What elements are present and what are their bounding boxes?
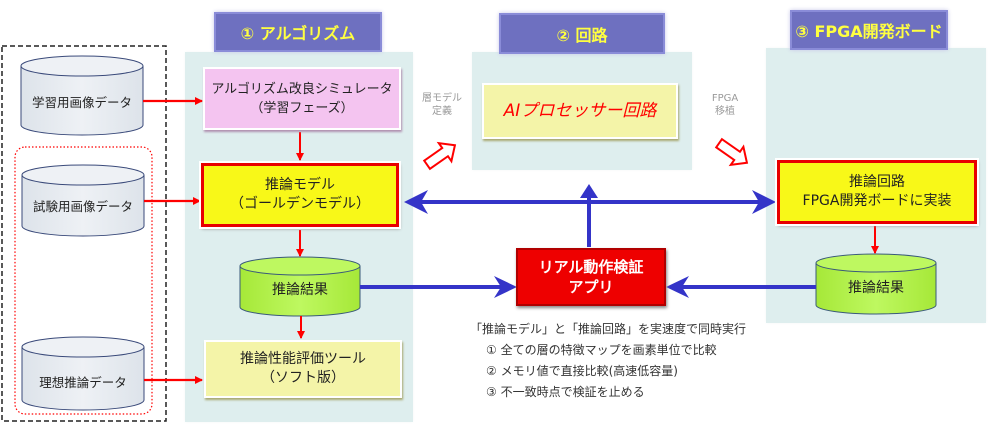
training-images-label: 学習用画像データ bbox=[31, 94, 132, 110]
fpga-inference-circuit-box: 推論回路 FPGA開発ボードに実装 bbox=[775, 158, 979, 226]
fpga-circuit-title: 推論回路 bbox=[849, 174, 905, 190]
simulator-title: アルゴリズム改良シミュレータ bbox=[211, 81, 393, 97]
fpga-port-note: FPGA 移植 bbox=[703, 92, 747, 118]
test-images-label: 試験用画像データ bbox=[32, 198, 133, 214]
fpga-port-line2: 移植 bbox=[715, 106, 735, 117]
real-operation-verify-app-box: リアル動作検証 アプリ bbox=[516, 248, 666, 306]
fpga-board-header: ③ FPGA開発ボード bbox=[790, 10, 948, 50]
eval-subtitle: （ソフト版） bbox=[261, 370, 345, 386]
fpga-result-label: 推論結果 bbox=[848, 280, 904, 296]
blue-arrowhead-into-app-right bbox=[666, 276, 689, 298]
data-sources-group bbox=[1, 45, 167, 422]
ai-processor-label: AIプロセッサー回路 bbox=[503, 100, 657, 121]
description-item: ② メモリ値で直接比較(高速低容量) bbox=[486, 364, 678, 378]
algorithm-result-label: 推論結果 bbox=[272, 282, 328, 298]
layer-model-line1: 層モデル bbox=[422, 93, 462, 104]
eval-title: 推論性能評価ツール bbox=[240, 351, 366, 367]
ai-processor-circuit-box: AIプロセッサー回路 bbox=[482, 83, 678, 139]
inference-eval-tool-box: 推論性能評価ツール （ソフト版） bbox=[204, 340, 402, 398]
fpga-port-line1: FPGA bbox=[711, 93, 739, 104]
simulator-subtitle: （学習フェーズ） bbox=[250, 100, 354, 116]
description-title: 「推論モデル」と「推論回路」を実速度で同時実行 bbox=[470, 322, 747, 336]
algorithm-result-cylinder bbox=[239, 256, 361, 317]
blue-arrowhead-right bbox=[752, 190, 776, 214]
model-subtitle: （ゴールデンモデル） bbox=[230, 196, 370, 212]
circuit-header: ② 回路 bbox=[499, 13, 665, 54]
layer-model-line2: 定義 bbox=[432, 106, 452, 117]
verify-app-line2: アプリ bbox=[568, 278, 614, 296]
algorithm-simulator-box: アルゴリズム改良シミュレータ （学習フェーズ） bbox=[203, 67, 401, 130]
blue-arrowhead-into-app-left bbox=[494, 276, 517, 298]
inference-model-box: 推論モデル （ゴールデンモデル） bbox=[199, 161, 401, 229]
layer-model-define-arrow bbox=[422, 141, 457, 171]
model-title: 推論モデル bbox=[265, 177, 335, 193]
training-images-cylinder bbox=[20, 55, 144, 136]
description-item: ③ 不一致時点で検証を止める bbox=[486, 385, 645, 399]
fpga-port-arrow bbox=[714, 137, 749, 167]
verification-description: 「推論モデル」と「推論回路」を実速度で同時実行 ① 全ての層の特徴マップを画素単… bbox=[470, 320, 770, 402]
ideal-inference-cylinder bbox=[21, 336, 145, 411]
layer-model-define-note: 層モデル 定義 bbox=[420, 92, 464, 118]
blue-arrowhead-left bbox=[404, 190, 428, 214]
ideal-inference-label: 理想推論データ bbox=[39, 374, 127, 390]
algorithm-header: ① アルゴリズム bbox=[214, 12, 382, 52]
verify-app-line1: リアル動作検証 bbox=[538, 258, 644, 276]
description-item: ① 全ての層の特徴マップを画素単位で比較 bbox=[486, 343, 717, 357]
fpga-circuit-subtitle: FPGA開発ボードに実装 bbox=[802, 193, 952, 209]
test-images-cylinder bbox=[21, 164, 145, 237]
fpga-result-cylinder bbox=[815, 253, 937, 315]
blue-arrowhead-up bbox=[580, 184, 598, 198]
test-data-group bbox=[14, 146, 153, 415]
